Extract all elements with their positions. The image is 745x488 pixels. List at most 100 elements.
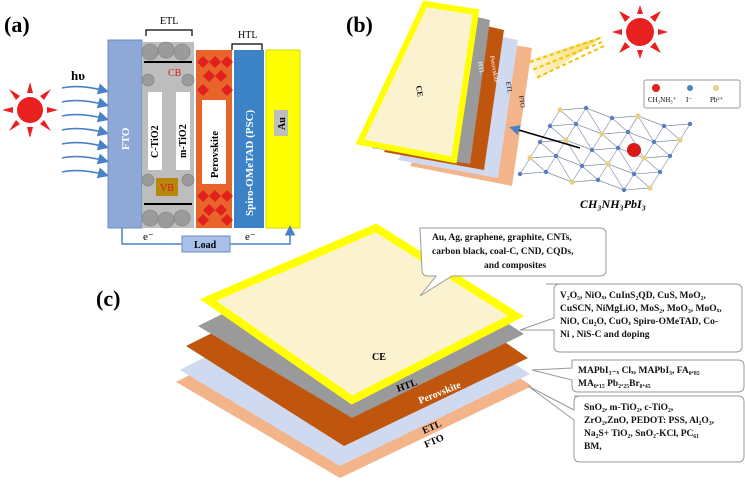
callout-perovskite-line1: MAPbI₃₋ₓ Clₓ, MAPbI₃, FA₀.₈₅ xyxy=(578,366,700,376)
lattice-iodide-atom xyxy=(573,121,579,127)
lattice-bond xyxy=(529,157,547,173)
lattice-iodide-atom xyxy=(547,123,553,129)
central-ch3nh3-ion xyxy=(627,143,641,157)
lattice-bond xyxy=(529,155,557,159)
lattice-bond xyxy=(637,115,655,143)
callout-etl-line1: SnO₂, m-TiO₂, c-TiO₂, xyxy=(584,403,674,413)
callout-perovskite-line2: MA₀.₁₅ Pb₂.₂₅Br₀.₄₅ xyxy=(578,379,651,389)
lattice-bond xyxy=(611,115,639,119)
callout-etl-line3: Na₂S+ TiO₂, SnO₂-KCl, PC₆₁ xyxy=(584,429,699,439)
lattice-iodide-atom xyxy=(621,187,627,193)
b-perovskite-label: Perovskite xyxy=(488,55,500,83)
formula-label: CH₃NH₃PbI₃ xyxy=(580,197,646,211)
b-htl-label: HTL xyxy=(476,61,485,75)
lattice-bond xyxy=(601,133,619,149)
lattice-lead-atom xyxy=(641,155,647,161)
htl-bracket: HTL xyxy=(231,30,263,50)
lattice-pointer xyxy=(509,125,581,149)
lattice-iodide-atom xyxy=(615,145,621,151)
lattice-bond xyxy=(607,163,625,191)
lattice-iodide-atom xyxy=(657,169,663,175)
lattice-bond xyxy=(571,165,583,183)
light-beam xyxy=(528,36,604,80)
legend-ch3nh3-dot xyxy=(652,84,660,92)
lattice-bond xyxy=(549,123,577,127)
perovskite-label: Perovskite xyxy=(210,131,221,178)
lattice-bond xyxy=(643,157,661,173)
fto-layer: FTO xyxy=(107,39,143,229)
cb-label: CB xyxy=(168,68,182,79)
sun-icon xyxy=(2,82,58,138)
spiro-layer: Spiro-OMeTAD (PSC) xyxy=(234,50,264,228)
lattice-bond xyxy=(663,123,691,127)
lattice-bond xyxy=(601,117,613,135)
lattice-bond xyxy=(585,107,613,119)
lattice-iodide-atom xyxy=(517,171,523,177)
lattice-bond xyxy=(545,171,573,183)
lattice-iodide-atom xyxy=(609,115,615,121)
callout-ce: Au, Ag, graphene, graphite, CNTs, carbon… xyxy=(419,227,607,297)
lattice-bond xyxy=(575,123,603,135)
lattice-bond xyxy=(575,107,587,125)
lattice-lead-atom xyxy=(635,113,641,119)
electron-right-label: e⁻ xyxy=(245,231,256,243)
au-label: Au xyxy=(277,117,288,130)
panel-a-label: (a) xyxy=(4,12,30,37)
light-beam-dashes xyxy=(529,37,605,79)
lattice-bond xyxy=(565,139,593,151)
m-tio2-label: m-TiO2 xyxy=(178,124,189,158)
callout-htl-line3: NiO, Cu₂O, CuOₓ Spiro-OMeTAD, Co- xyxy=(560,317,718,327)
lattice-bond xyxy=(637,115,665,127)
lattice-iodide-atom xyxy=(661,123,667,129)
lattice-bond xyxy=(653,141,671,157)
lattice-lead-atom xyxy=(599,131,605,137)
lattice-bond xyxy=(611,117,629,133)
lattice-bond xyxy=(519,171,547,175)
au-layer: Au xyxy=(265,49,301,229)
lattice-bond xyxy=(669,139,681,157)
lattice-bond xyxy=(663,125,681,141)
b-ce-label: CE xyxy=(414,85,425,98)
callout-perovskite: MAPbI₃₋ₓ Clₓ, MAPbI₃, FA₀.₈₅ MA₀.₁₅ Pb₂.… xyxy=(531,359,745,393)
c-ce-label: CE xyxy=(372,352,386,363)
lattice-bond xyxy=(633,173,651,189)
callout-htl-line4: Ni , NiS-C and doping xyxy=(560,330,650,340)
lattice-bond xyxy=(601,131,629,135)
callout-etl: SnO₂, m-TiO₂, c-TiO₂, ZrO₂,ZnO, PEDOT: P… xyxy=(527,385,745,463)
vb-label: VB xyxy=(160,183,174,194)
lattice-iodide-atom xyxy=(631,171,637,177)
callout-htl: V₂O₅, NiOₓ, CuInS₂QD, CuS, MoO₂, CuSCN, … xyxy=(519,283,743,353)
light-rays xyxy=(61,83,110,179)
b-etl-label: ETL xyxy=(504,81,513,94)
lattice-iodide-atom xyxy=(537,139,543,145)
panel-b-label: (b) xyxy=(346,12,373,37)
b-ce-layer xyxy=(355,0,480,164)
lattice-lead-atom xyxy=(569,179,575,185)
lattice-bond xyxy=(539,139,567,143)
panel-a: (a) hυ xyxy=(2,12,301,253)
etl-label: ETL xyxy=(160,16,178,27)
lattice-bond xyxy=(565,123,577,141)
lattice-bond xyxy=(659,155,671,173)
lattice-iodide-atom xyxy=(579,163,585,169)
external-circuit: e⁻ e⁻ Load xyxy=(121,225,296,253)
legend-lead-dot xyxy=(713,85,719,91)
legend-iodide-dot xyxy=(687,85,693,91)
load-label: Load xyxy=(194,240,217,251)
b-fto-label: FTO xyxy=(517,95,526,108)
lattice-bond xyxy=(539,141,557,157)
callout-htl-line2: CuSCN, NiMgLiO, MoS₂, MoO₃, MoOₓ, xyxy=(560,304,722,314)
callout-etl-line2: ZrO₂,ZnO, PEDOT: PSS, Al₂O₃, xyxy=(584,416,715,426)
callout-etl-line4: BM, xyxy=(584,442,602,452)
crystal-lattice xyxy=(517,105,693,193)
lattice-bond xyxy=(529,141,541,159)
lattice-iodide-atom xyxy=(651,139,657,145)
lattice-bond xyxy=(627,131,655,143)
lattice-bond xyxy=(643,155,671,159)
etl-bracket: ETL xyxy=(145,16,193,36)
lattice-lead-atom xyxy=(527,155,533,161)
lattice-lead-atom xyxy=(557,107,563,113)
lattice-bond xyxy=(623,187,651,191)
lattice-bond xyxy=(617,131,629,149)
